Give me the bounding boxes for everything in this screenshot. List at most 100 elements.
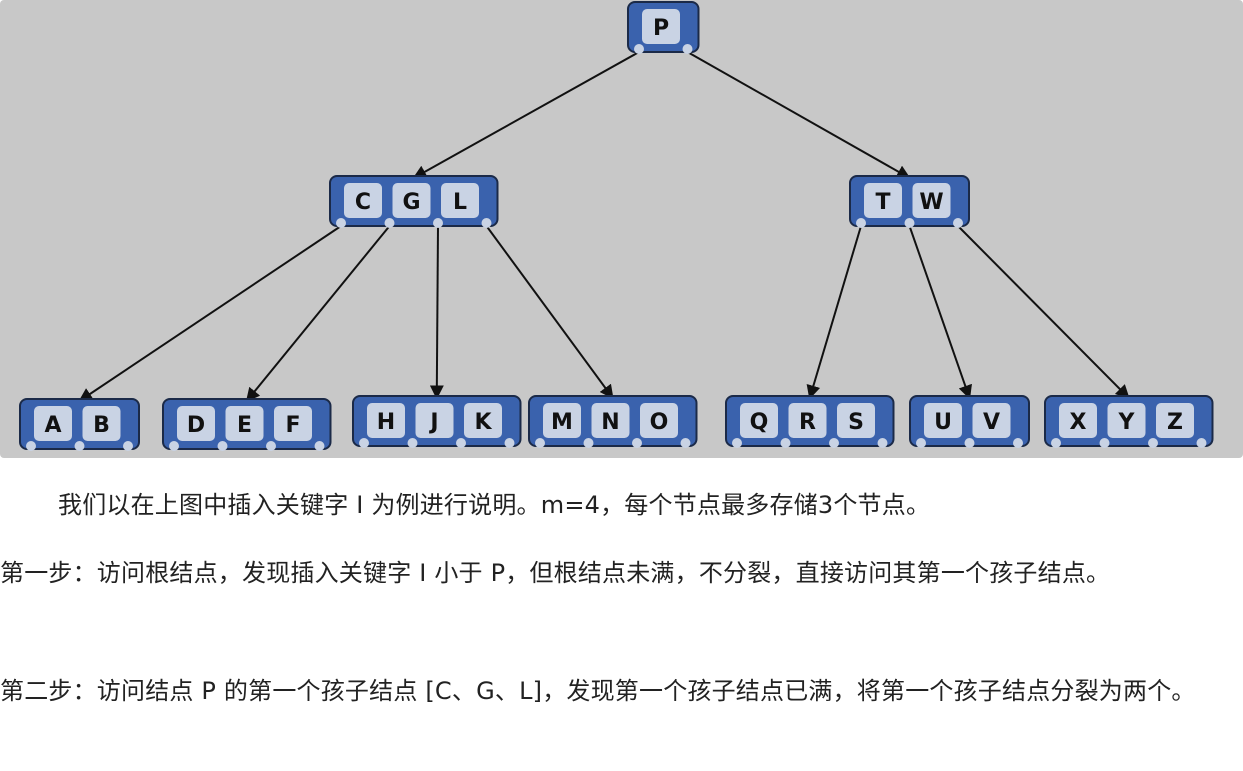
edge-n1-l3 xyxy=(429,225,444,400)
key-cell xyxy=(972,403,1011,438)
child-pointer-dot xyxy=(384,218,395,228)
key-label: K xyxy=(474,410,492,435)
intro-paragraph: 我们以在上图中插入关键字 I 为例进行说明。m=4，每个节点最多存储3个节点。 xyxy=(58,491,931,519)
key-cell xyxy=(591,403,630,438)
child-pointer-dot xyxy=(634,44,644,54)
key-cell xyxy=(740,403,778,438)
child-pointer-dot xyxy=(953,218,963,228)
child-pointer-dot xyxy=(1051,438,1061,448)
child-pointer-dot xyxy=(1099,438,1110,448)
child-pointer-dot xyxy=(904,218,915,228)
key-cell xyxy=(82,406,121,441)
child-pointer-dot xyxy=(583,438,594,448)
key-cell xyxy=(543,403,581,438)
child-pointer-dot xyxy=(829,438,839,448)
key-label: L xyxy=(453,190,467,215)
key-label: R xyxy=(799,410,816,435)
child-pointer-dot xyxy=(314,441,325,451)
key-label: Y xyxy=(1118,410,1136,435)
edge-n2-l7 xyxy=(957,225,1130,399)
key-cell xyxy=(1156,403,1194,438)
key-cell xyxy=(912,183,951,218)
child-pointer-dot xyxy=(217,441,228,451)
child-pointer-dot xyxy=(682,44,693,54)
key-label: U xyxy=(934,410,952,435)
key-cell xyxy=(34,406,72,441)
key-label: J xyxy=(428,410,438,435)
child-pointer-dot xyxy=(1196,438,1207,448)
key-label: X xyxy=(1070,410,1087,435)
child-pointer-dot xyxy=(856,218,866,228)
edge-root-n1 xyxy=(412,51,640,179)
btree-node-l5: Q R S xyxy=(725,395,895,448)
key-label: M xyxy=(551,410,573,435)
child-pointer-dot xyxy=(266,441,276,451)
key-label: W xyxy=(919,190,943,215)
child-pointer-dot xyxy=(481,218,492,228)
key-cell xyxy=(367,403,405,438)
edge-n2-l6 xyxy=(908,225,972,400)
btree-node-root: P xyxy=(627,1,700,54)
key-cell xyxy=(640,403,678,438)
child-pointer-dot xyxy=(26,441,36,451)
child-pointer-dot xyxy=(916,438,926,448)
edge-n1-l4 xyxy=(485,225,614,400)
key-cell xyxy=(415,403,454,438)
key-cell xyxy=(924,403,962,438)
key-label: O xyxy=(650,410,669,435)
btree-node-l7: X Y Z xyxy=(1044,395,1214,448)
key-label: A xyxy=(44,413,61,438)
child-pointer-dot xyxy=(123,441,133,451)
key-cell xyxy=(392,183,431,218)
edge-n1-l2 xyxy=(245,225,391,403)
btree-node-l4: M N O xyxy=(528,395,698,448)
child-pointer-dot xyxy=(780,438,791,448)
key-cell xyxy=(864,183,902,218)
child-pointer-dot xyxy=(877,438,888,448)
child-pointer-dot xyxy=(169,441,179,451)
child-pointer-dot xyxy=(433,218,443,228)
edge-n1-l1 xyxy=(78,225,342,402)
child-pointer-dot xyxy=(407,438,418,448)
key-cell xyxy=(464,403,502,438)
key-label: H xyxy=(377,410,395,435)
key-label: V xyxy=(983,410,1000,435)
edge-root-n2 xyxy=(687,51,911,179)
key-label: T xyxy=(875,190,890,215)
key-cell xyxy=(225,406,264,441)
child-pointer-dot xyxy=(632,438,642,448)
key-cell xyxy=(1107,403,1146,438)
child-pointer-dot xyxy=(504,438,515,448)
child-pointer-dot xyxy=(1148,438,1158,448)
child-pointer-dot xyxy=(456,438,466,448)
child-pointer-dot xyxy=(535,438,545,448)
key-cell xyxy=(177,406,215,441)
child-pointer-dot xyxy=(74,441,85,451)
key-label: N xyxy=(601,410,619,435)
key-label: P xyxy=(653,16,669,41)
key-cell xyxy=(642,9,680,44)
key-label: B xyxy=(93,413,110,438)
step-two-paragraph: 第二步：访问结点 P 的第一个孩子结点 [C、G、L]，发现第一个孩子结点已满，… xyxy=(0,677,1196,705)
key-cell xyxy=(274,406,312,441)
key-label: D xyxy=(187,413,205,438)
child-pointer-dot xyxy=(336,218,346,228)
step-one-paragraph: 第一步：访问根结点，发现插入关键字 I 小于 P，但根结点未满，不分裂，直接访问… xyxy=(0,559,1111,587)
key-label: C xyxy=(355,190,371,215)
key-cell xyxy=(837,403,875,438)
child-pointer-dot xyxy=(964,438,975,448)
key-label: E xyxy=(237,413,252,438)
edge-n2-l5 xyxy=(806,225,862,400)
key-label: Z xyxy=(1167,410,1183,435)
key-cell xyxy=(1059,403,1097,438)
key-label: S xyxy=(848,410,864,435)
key-label: Q xyxy=(750,410,769,435)
child-pointer-dot xyxy=(359,438,369,448)
key-cell xyxy=(788,403,827,438)
